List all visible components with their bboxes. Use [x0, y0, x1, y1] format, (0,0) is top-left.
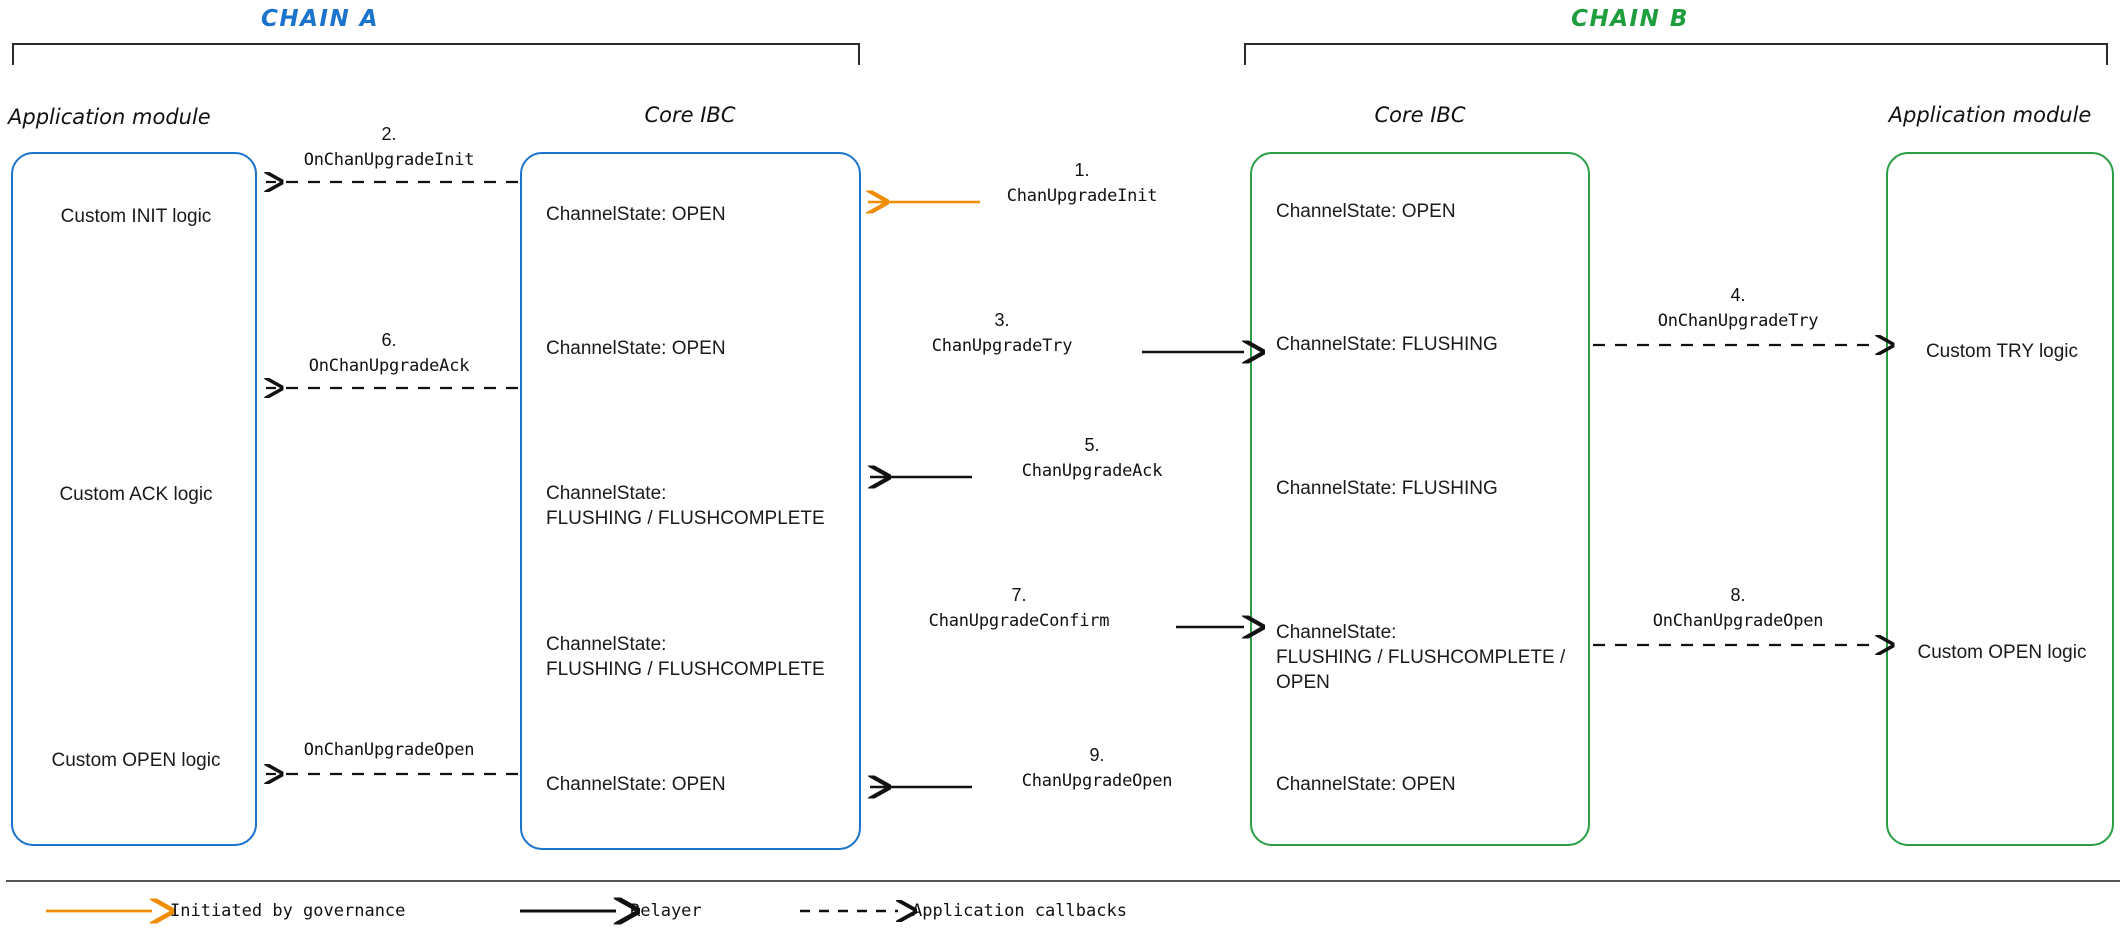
step-10-arrow-group: OnChanUpgradeOpen — [258, 740, 520, 810]
step-5-arrow-group: 5. ChanUpgradeAck — [862, 435, 1250, 505]
step-2-arrow-group: 2. OnChanUpgradeInit — [258, 124, 520, 194]
chain-a-core-state-1: ChannelState: OPEN — [546, 204, 726, 225]
chain-b-core-state-1: ChannelState: OPEN — [1276, 201, 1456, 222]
legend-governance-label: Initiated by governance — [170, 901, 406, 921]
step-10-label: OnChanUpgradeOpen — [303, 740, 475, 760]
chain-b-bracket — [1244, 43, 2108, 65]
chain-a-app-state-open: Custom OPEN logic — [51, 750, 221, 771]
step-1-number: 1. — [1074, 160, 1090, 180]
step-8-arrow-callback — [1593, 633, 1885, 657]
step-2-arrow-callback — [258, 170, 518, 194]
step-6-number: 6. — [381, 330, 397, 350]
chain-b-core-state-3: ChannelState: FLUSHING — [1276, 478, 1498, 499]
legend-callback-arrow-icon — [800, 900, 908, 922]
step-8-arrow-group: 8. OnChanUpgradeOpen — [1591, 585, 1885, 655]
chain-b-title: CHAIN B — [1571, 6, 1689, 32]
step-4-label: OnChanUpgradeTry — [1657, 311, 1819, 331]
chain-a-core-state-3: ChannelState: FLUSHING / FLUSHCOMPLETE — [546, 483, 825, 529]
chain-b-core-state-4: ChannelState: FLUSHING / FLUSHCOMPLETE /… — [1276, 622, 1566, 693]
step-8-label: OnChanUpgradeOpen — [1652, 611, 1824, 631]
step-7-label: ChanUpgradeConfirm — [928, 611, 1110, 631]
step-7-number: 7. — [1011, 585, 1027, 605]
chain-b-core-state-5: ChannelState: OPEN — [1276, 774, 1456, 795]
chain-b-app-state-try: Custom TRY logic — [1925, 341, 2079, 362]
chain-a-core-state-4: ChannelState: FLUSHING / FLUSHCOMPLETE — [546, 634, 825, 680]
step-8-number: 8. — [1730, 585, 1746, 605]
legend-divider — [6, 880, 2120, 882]
chain-a-bracket — [12, 43, 860, 65]
legend-callback-label: Application callbacks — [912, 901, 1127, 921]
legend-relayer-label: Relayer — [630, 901, 702, 921]
step-2-label: OnChanUpgradeInit — [303, 150, 475, 170]
chain-a-core-caption: Core IBC — [644, 103, 736, 127]
chain-b-app-module-box: Custom TRY logic Custom OPEN logic — [1886, 152, 2114, 846]
step-9-arrow-group — [862, 530, 1250, 600]
chain-b-core-caption: Core IBC — [1374, 103, 1466, 127]
step-7-arrow-relayer — [1176, 615, 1252, 639]
step-3-arrow-group: 3. ChanUpgradeTry — [862, 310, 1250, 380]
chain-a-app-caption: Application module — [8, 105, 211, 129]
step-4-number: 4. — [1730, 285, 1746, 305]
step-3-arrow-relayer — [1142, 340, 1252, 364]
chain-b-core-state-2: ChannelState: FLUSHING — [1276, 334, 1498, 355]
step-9-label: ChanUpgradeOpen — [1021, 771, 1173, 791]
step-2-number: 2. — [381, 124, 397, 144]
step-6-arrow-group: 6. OnChanUpgradeAck — [258, 330, 520, 400]
step-7-arrow-group: 7. ChanUpgradeConfirm — [862, 585, 1250, 655]
chain-b-app-state-open: Custom OPEN logic — [1917, 642, 2087, 663]
step-6-label: OnChanUpgradeAck — [308, 356, 470, 376]
chain-b-app-caption: Application module — [1888, 103, 2092, 127]
chain-a-core-ibc-box: ChannelState: OPEN ChannelState: OPEN Ch… — [520, 152, 861, 850]
legend-relayer-arrow-icon — [520, 900, 626, 922]
chain-a-app-state-ack: Custom ACK logic — [59, 484, 213, 505]
chain-a-core-state-5: ChannelState: OPEN — [546, 774, 726, 795]
step-3-label: ChanUpgradeTry — [931, 336, 1073, 356]
chain-a-title: CHAIN A — [260, 6, 380, 32]
step-5-arrow-relayer — [862, 465, 972, 489]
step-6-arrow-callback — [258, 376, 518, 400]
step-1-label: ChanUpgradeInit — [1006, 186, 1158, 206]
step-9-arrow-group-real: 9. ChanUpgradeOpen — [862, 745, 1250, 815]
chain-a-core-state-2: ChannelState: OPEN — [546, 338, 726, 359]
step-5-label: ChanUpgradeAck — [1021, 461, 1163, 481]
chain-b-core-ibc-box: ChannelState: OPEN ChannelState: FLUSHIN… — [1250, 152, 1590, 846]
step-1-arrow-group: 1. ChanUpgradeInit — [862, 160, 1250, 230]
step-1-arrow-governance — [862, 190, 980, 214]
step-4-arrow-group: 4. OnChanUpgradeTry — [1591, 285, 1885, 355]
legend-governance-arrow-icon — [46, 900, 162, 922]
step-9-arrow-relayer — [862, 775, 972, 799]
step-10-arrow-callback — [258, 762, 518, 786]
chain-a-app-state-init: Custom INIT logic — [60, 206, 212, 227]
step-9-number: 9. — [1089, 745, 1105, 765]
step-4-arrow-callback — [1593, 333, 1885, 357]
step-3-number: 3. — [994, 310, 1010, 330]
step-5-number: 5. — [1084, 435, 1100, 455]
chain-a-app-module-box: Custom INIT logic Custom ACK logic Custo… — [11, 152, 257, 846]
